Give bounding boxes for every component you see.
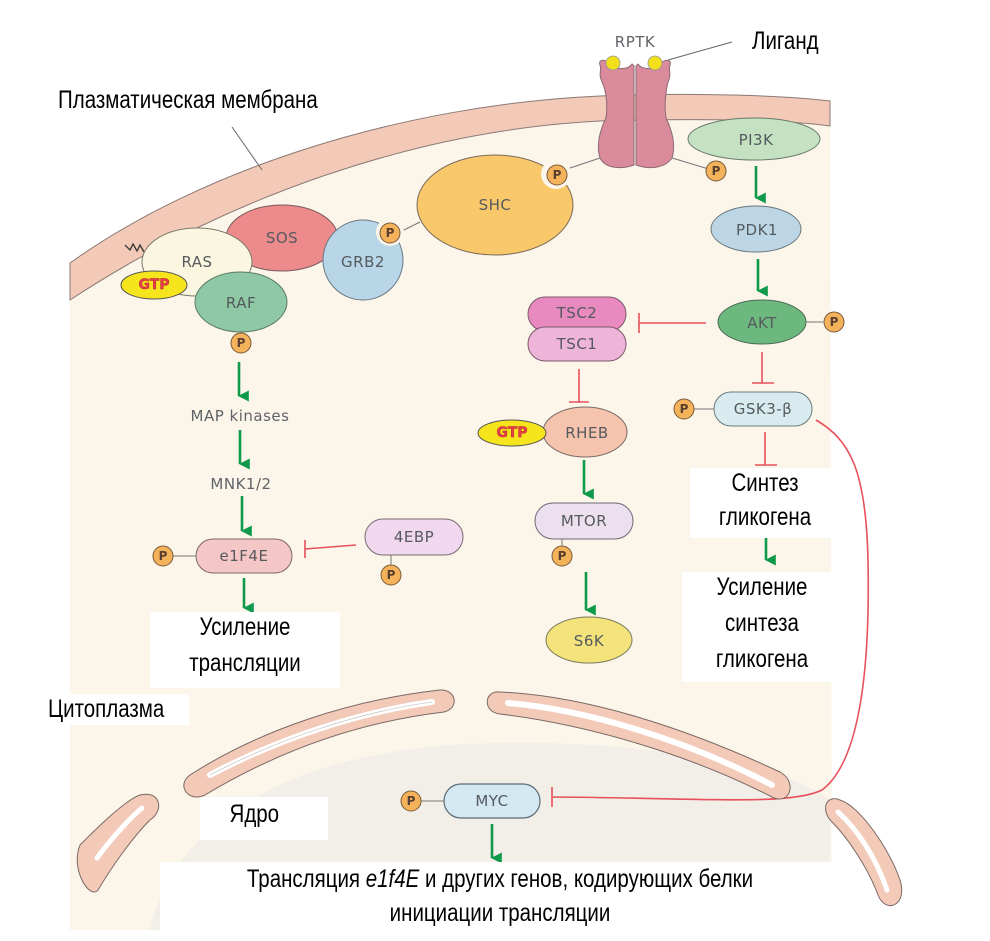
phosphate-label: P bbox=[680, 402, 689, 416]
inhibition-line bbox=[569, 369, 589, 403]
phosphate-label: P bbox=[387, 568, 396, 582]
phosphate-icon bbox=[380, 564, 402, 586]
phosphate-icon bbox=[705, 160, 727, 182]
4ebp-label: 4EBP bbox=[394, 528, 434, 546]
pdk1-node[interactable] bbox=[710, 205, 802, 253]
s6k-label: S6K bbox=[574, 632, 605, 650]
phosphate-label: P bbox=[159, 549, 168, 563]
4ebp-node[interactable] bbox=[364, 518, 464, 556]
ligand-label: Лиганд bbox=[752, 27, 819, 55]
ras-label: RAS bbox=[181, 253, 212, 271]
inhibition-line bbox=[552, 419, 870, 801]
phosphate-label: P bbox=[386, 226, 395, 240]
plasma-membrane bbox=[69, 93, 831, 301]
mtor-node[interactable] bbox=[534, 502, 634, 540]
shc-label: SHC bbox=[479, 196, 512, 214]
phosphate-icon bbox=[400, 790, 422, 812]
gtp-rheb-label: GTP bbox=[496, 425, 527, 441]
mnk-label: MNK1/2 bbox=[210, 475, 271, 493]
inhibition-line bbox=[638, 313, 706, 333]
rptk-receptor bbox=[597, 59, 675, 169]
phosphate-label: P bbox=[407, 794, 416, 808]
myc-label: MYC bbox=[475, 792, 508, 810]
akt-label: AKT bbox=[747, 314, 777, 332]
translation-increase-label: Усиление трансляции bbox=[150, 612, 340, 688]
phosphate-icon bbox=[546, 164, 568, 186]
shc-node[interactable] bbox=[416, 154, 574, 256]
sos-label: SOS bbox=[266, 229, 298, 247]
myc-output-pre: Трансляция bbox=[246, 865, 366, 893]
gtp-rheb-badge bbox=[477, 419, 547, 447]
glycogen-synthesis-label: Синтез гликогена bbox=[690, 468, 840, 538]
lipid-anchor-icon bbox=[124, 242, 145, 253]
connector-line bbox=[671, 157, 713, 171]
phosphate-label: P bbox=[558, 549, 567, 563]
phosphate-icon bbox=[823, 311, 845, 333]
gtp-ras-badge bbox=[120, 270, 188, 300]
phosphate-icon bbox=[551, 545, 573, 567]
ligand-pointer-line bbox=[667, 41, 733, 61]
phosphate-label: P bbox=[553, 168, 562, 182]
glycogen-increase-line1: Усиление bbox=[716, 573, 808, 601]
phosphate-icon bbox=[152, 545, 174, 567]
inhibition-line bbox=[752, 352, 774, 384]
myc-output-post: и других генов, кодирующих белки bbox=[419, 865, 754, 893]
translation-increase-line1: Усиление bbox=[199, 613, 291, 641]
translation-increase-line2: трансляции bbox=[189, 649, 301, 677]
mtor-label: MTOR bbox=[561, 512, 607, 530]
myc-output-gene: e1f4E bbox=[365, 865, 420, 893]
phosphate-icon bbox=[673, 398, 695, 420]
membrane-pointer-line bbox=[231, 126, 263, 171]
phosphate-label: P bbox=[237, 336, 246, 350]
phosphate-label: P bbox=[830, 315, 839, 329]
map-kinases-label: MAP kinases bbox=[191, 407, 290, 425]
glycogen-synthesis-line1: Синтез bbox=[731, 469, 799, 497]
inhibition-line bbox=[755, 432, 777, 466]
phosphate-label: P bbox=[712, 164, 721, 178]
s6k-node[interactable] bbox=[545, 616, 633, 664]
glycogen-increase-label: Усиление синтеза гликогена bbox=[682, 572, 842, 682]
pdk1-label: PDK1 bbox=[736, 221, 778, 239]
myc-output-label: Трансляция e1f4E и других генов, кодирую… bbox=[160, 862, 840, 934]
myc-output-line2: инициации трансляции bbox=[389, 899, 611, 927]
nuclear-envelope bbox=[76, 689, 903, 907]
ligand-icon bbox=[647, 55, 663, 71]
ligand-icon bbox=[605, 55, 621, 71]
tsc1-node[interactable] bbox=[527, 326, 627, 362]
glycogen-increase-line3: гликогена bbox=[715, 645, 809, 673]
inhibition-line bbox=[304, 540, 357, 558]
myc-output-line1: Трансляция e1f4E и других генов, кодирую… bbox=[197, 864, 804, 895]
gtp-ras-label: GTP bbox=[138, 277, 169, 293]
pi3k-node[interactable] bbox=[687, 117, 821, 161]
pi3k-label: PI3K bbox=[739, 131, 775, 149]
tsc2-label: TSC2 bbox=[556, 304, 598, 322]
gsk3b-label: GSK3-β bbox=[734, 400, 793, 418]
grb2-label: GRB2 bbox=[341, 253, 385, 271]
nucleus-label: Ядро bbox=[200, 797, 329, 841]
e1f4e-label: e1F4E bbox=[220, 547, 269, 565]
glycogen-increase-line2: синтеза bbox=[725, 609, 799, 637]
tsc1-label: TSC1 bbox=[556, 335, 598, 353]
plasma-membrane-label: Плазматическая мембрана bbox=[58, 86, 318, 114]
raf-label: RAF bbox=[226, 294, 256, 312]
cytoplasm-label: Цитоплазма bbox=[48, 694, 189, 726]
glycogen-synthesis-line2: гликогена bbox=[718, 503, 812, 531]
phosphate-icon bbox=[379, 222, 401, 244]
rheb-label: RHEB bbox=[565, 424, 608, 442]
rptk-label: RPTK bbox=[615, 33, 656, 51]
phosphate-icon bbox=[230, 332, 252, 354]
